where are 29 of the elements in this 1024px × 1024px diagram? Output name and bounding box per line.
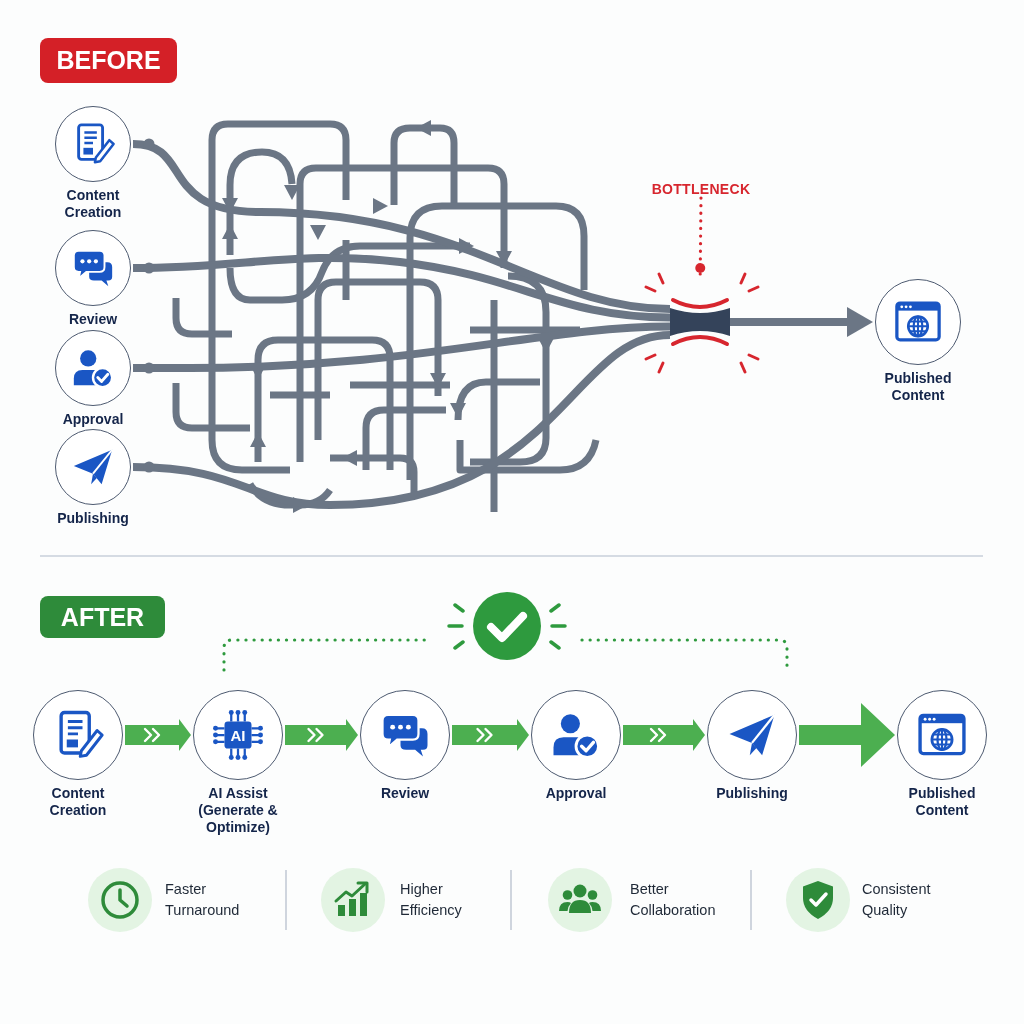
flow-arrow-bar — [285, 719, 358, 751]
flow-line — [132, 140, 671, 313]
step-label: Approval — [62, 411, 124, 428]
benefit-text: Better Collaboration — [630, 880, 716, 920]
section-badge: BEFORE — [40, 38, 177, 83]
callout-text: BOTTLENECK — [651, 181, 751, 198]
step-label: Published Content — [907, 785, 977, 819]
step-label: AI Assist (Generate & Optimize) — [197, 785, 279, 836]
benefit-text: Consistent Quality — [862, 880, 931, 920]
benefit-text: Faster Turnaround — [165, 880, 240, 920]
flow-arrow-bar — [623, 719, 705, 751]
step-label: Content Creation — [48, 785, 108, 819]
step-label: Published Content — [883, 370, 953, 404]
flow-line — [132, 253, 671, 322]
flow-arrow — [799, 703, 895, 767]
flow-line — [133, 322, 671, 374]
step-label: Publishing — [57, 510, 129, 527]
flow-arrow-bar — [125, 719, 191, 751]
step-label: Review — [380, 785, 430, 802]
step-label: Content Creation — [63, 187, 123, 221]
step-label: Publishing — [716, 785, 788, 802]
arrow — [730, 307, 873, 337]
chip-label: AI — [230, 727, 246, 743]
step-label: Review — [68, 311, 118, 328]
flow-arrow-bar — [452, 719, 529, 751]
step-label: Approval — [545, 785, 607, 802]
benefit-text: Higher Efficiency — [400, 880, 462, 920]
section-badge: AFTER — [40, 596, 165, 638]
flow-line — [132, 331, 671, 509]
